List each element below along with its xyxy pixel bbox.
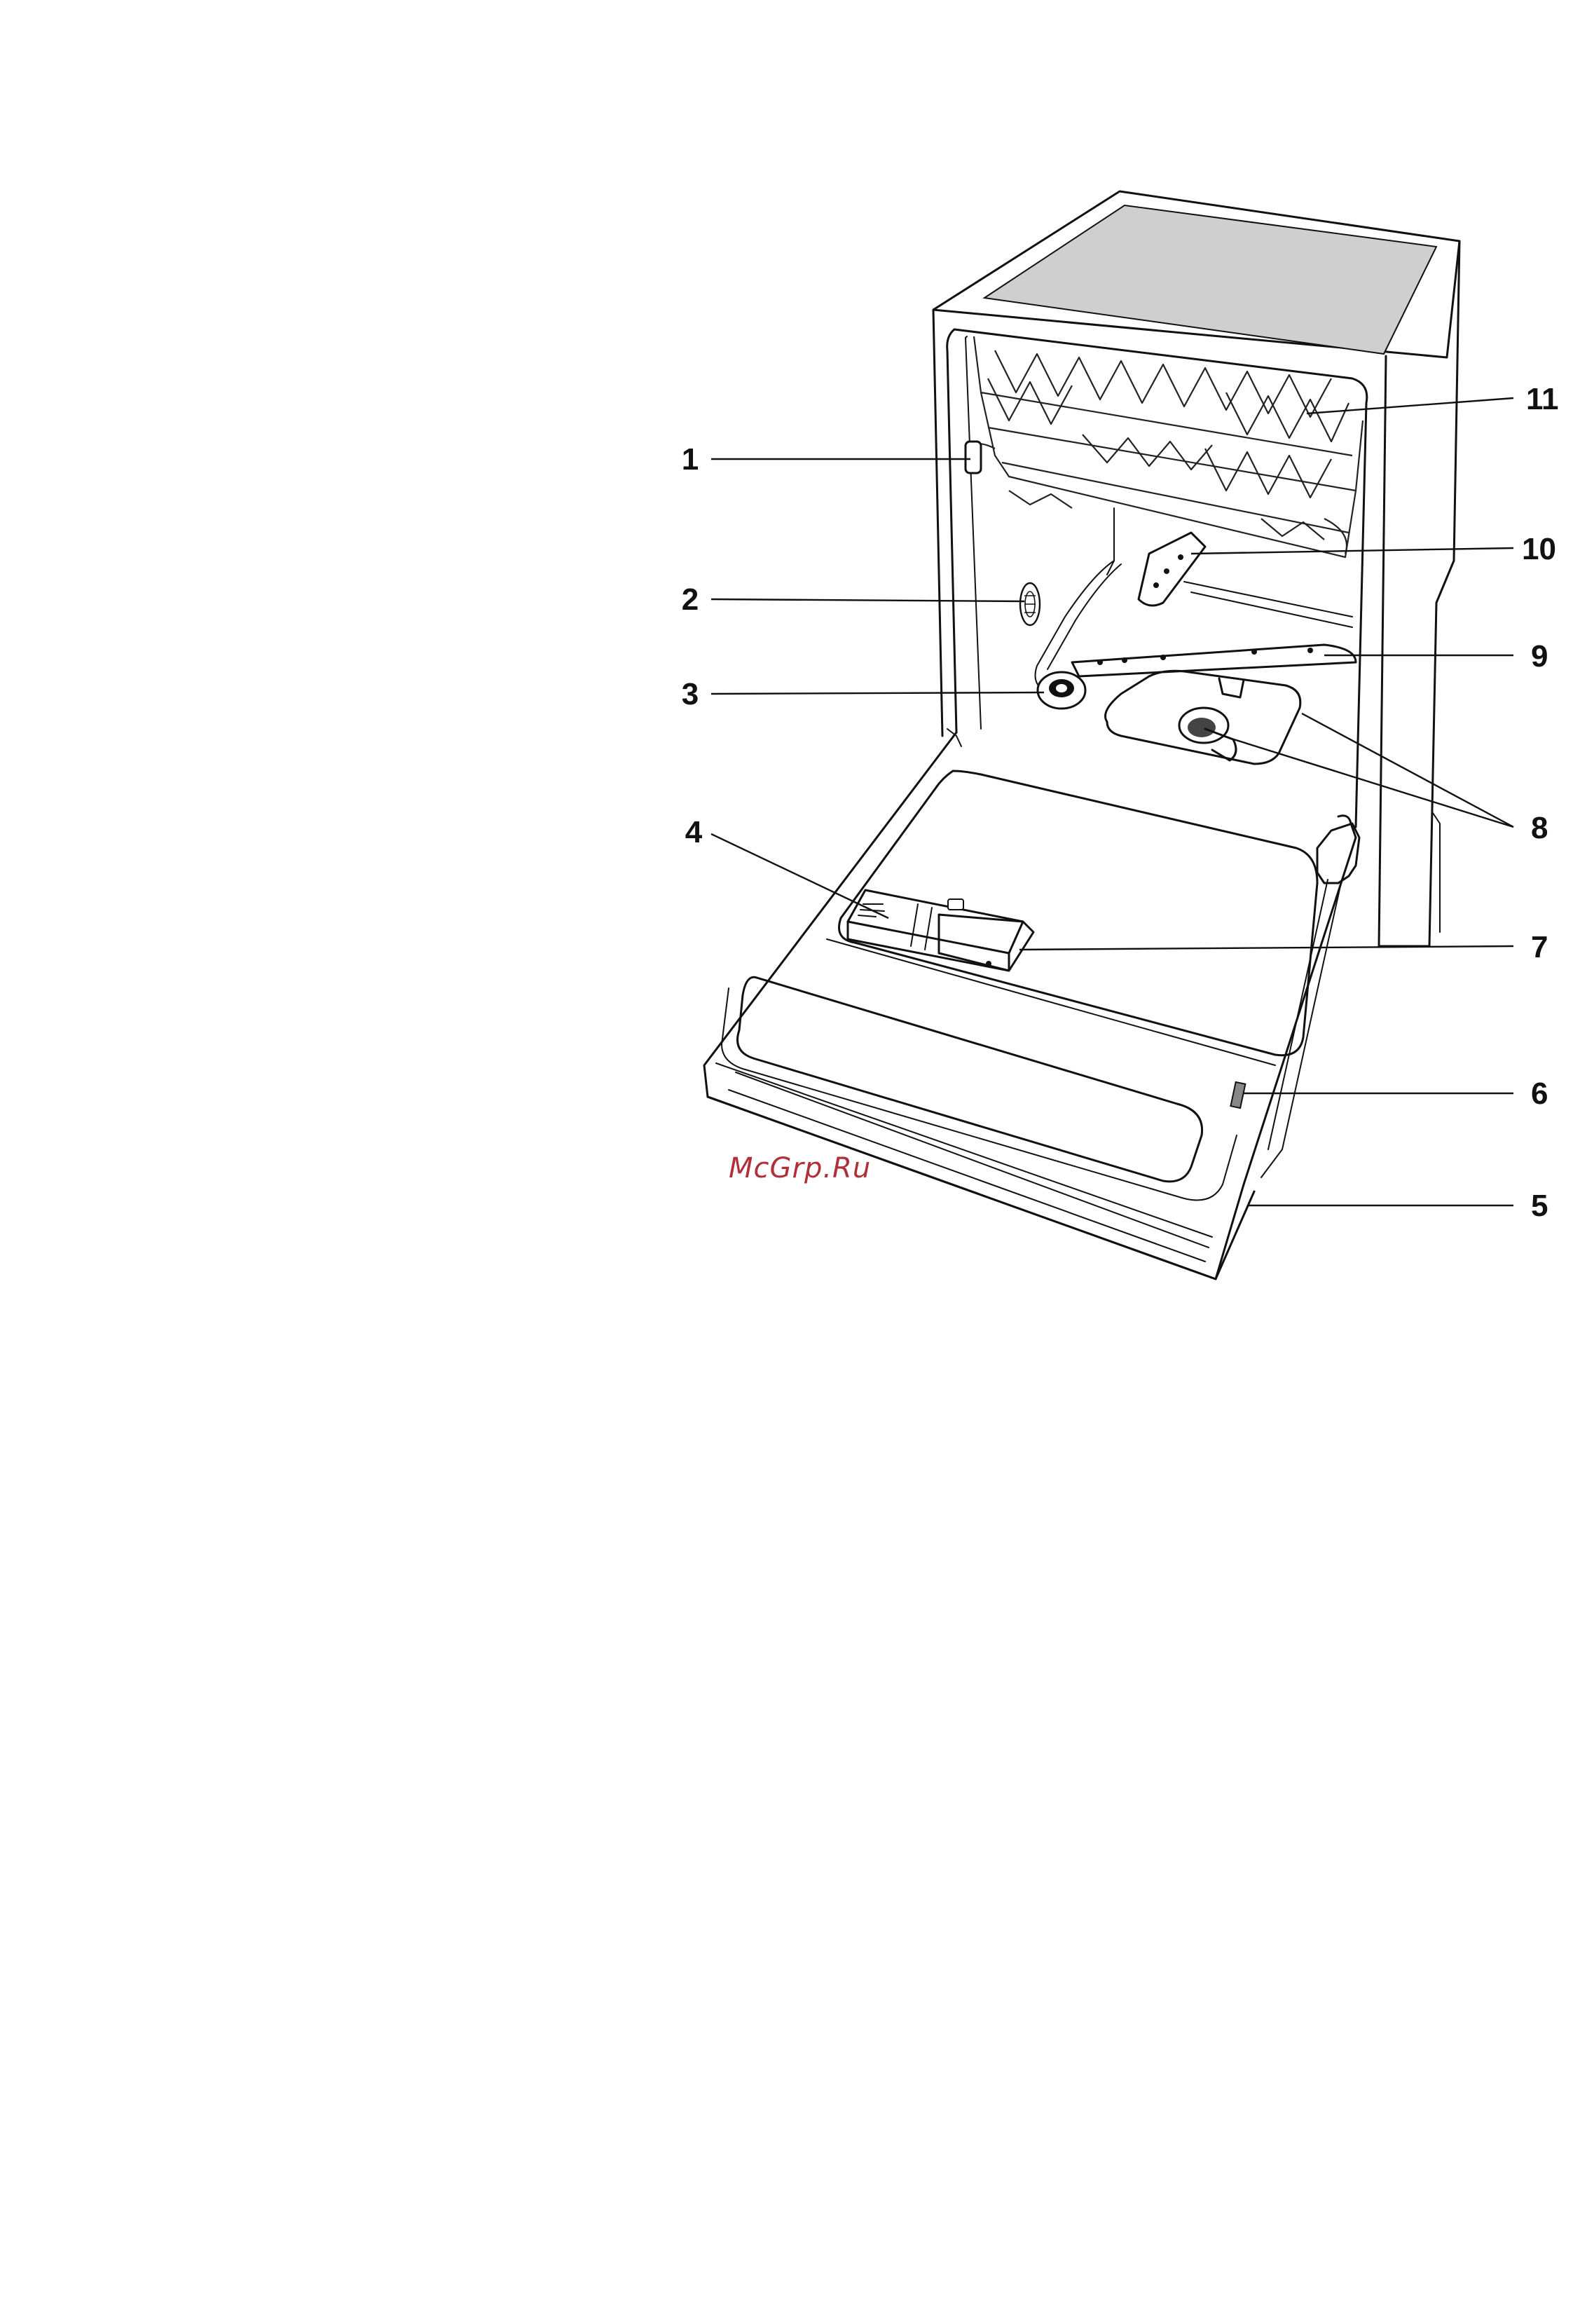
callout-8: 8 (1531, 811, 1548, 845)
callout-7: 7 (1531, 930, 1548, 964)
callout-3: 3 (682, 677, 699, 711)
callout-4: 4 (685, 815, 703, 849)
dishwasher-cabinet (933, 191, 1459, 946)
door-latch (1230, 1082, 1245, 1108)
upper-rack (970, 336, 1363, 557)
leader-7 (1019, 946, 1513, 950)
filter-assembly (1106, 671, 1300, 764)
watermark-text: McGrp.Ru (729, 1152, 871, 1184)
callout-2: 2 (682, 582, 699, 617)
rack-rail-latch (966, 442, 981, 473)
lower-spray-arm (1072, 645, 1356, 676)
callout-5: 5 (1531, 1189, 1548, 1223)
leader-3 (711, 692, 1044, 694)
leader-2 (711, 599, 1024, 601)
upper-spray-arm (1139, 533, 1205, 606)
leader-11 (1307, 398, 1513, 413)
callout-6: 6 (1531, 1076, 1548, 1111)
dishwasher-door (704, 729, 1359, 1279)
spray-arm-hub (1038, 672, 1085, 709)
callout-10: 10 (1522, 532, 1556, 566)
side-wall-vent (1020, 583, 1040, 625)
callout-9: 9 (1531, 639, 1548, 674)
callout-11: 11 (1526, 382, 1559, 416)
detergent-dispenser (848, 890, 1023, 971)
callout-1: 1 (682, 442, 699, 477)
leader-4 (711, 834, 888, 918)
leader-10 (1191, 548, 1513, 554)
